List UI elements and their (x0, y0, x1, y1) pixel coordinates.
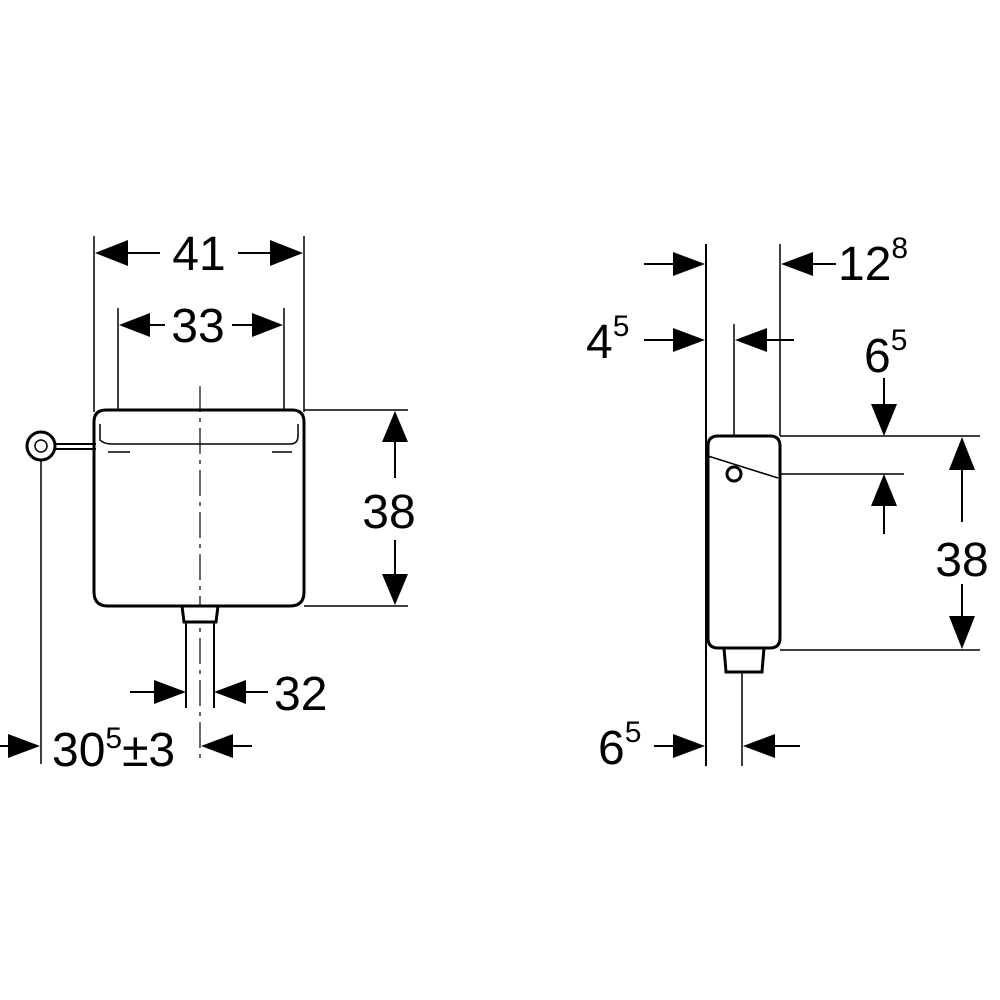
cistern-lid-line (99, 424, 299, 445)
dim-label-32: 32 (274, 668, 327, 721)
arrow-left (781, 252, 813, 276)
dim-label-38-side: 38 (935, 534, 988, 587)
valve-point (725, 465, 743, 483)
cistern-body-front (92, 408, 306, 608)
arrow-down (382, 574, 408, 605)
dimension-6-5-pipe: 65 (598, 716, 800, 775)
dim-label-30-5: 305±3 (52, 722, 175, 777)
dimension-33: 33 (119, 300, 283, 353)
arrow-right (673, 252, 705, 276)
dimension-4-5: 45 (586, 310, 794, 369)
cistern-body-side (706, 434, 782, 650)
arrow-right (673, 734, 705, 758)
dim-label-4-5: 45 (586, 310, 629, 369)
dimension-38-front: 38 (362, 411, 416, 605)
arrow-right (252, 313, 283, 337)
arrow-right (8, 734, 40, 758)
arrow-left (743, 734, 775, 758)
arrow-right (154, 680, 186, 704)
dim-label-12-8: 128 (838, 232, 908, 291)
arrow-left (119, 313, 150, 337)
arrow-right (270, 240, 303, 266)
dimension-41: 41 (95, 228, 303, 281)
arrow-up (382, 411, 408, 442)
arrow-up (871, 474, 897, 506)
dim-label-41: 41 (172, 228, 225, 281)
side-view: 128 45 65 (586, 232, 989, 775)
dim-label-38-front: 38 (362, 486, 415, 539)
arrow-right (673, 328, 705, 352)
arrow-left (95, 240, 128, 266)
arrow-left (214, 680, 246, 704)
dim-label-33: 33 (171, 300, 224, 353)
front-view: 41 33 32 (0, 228, 416, 777)
arrow-up (949, 437, 975, 470)
dimension-38-side: 38 (935, 437, 989, 649)
dimension-12-8: 128 (644, 232, 908, 291)
outlet-collar (180, 604, 220, 624)
arrow-left (735, 328, 767, 352)
dimension-6-5-valve: 65 (864, 324, 907, 534)
outlet-side (722, 646, 766, 674)
cistern-lid-slope (707, 455, 779, 479)
arrow-down (871, 404, 897, 436)
dimension-30-5: 305±3 (0, 722, 252, 777)
dim-label-6-5-pipe: 65 (598, 716, 641, 775)
flush-lever-knob (25, 430, 57, 462)
dim-label-6-5-valve: 65 (864, 324, 907, 383)
arrow-down (949, 616, 975, 649)
arrow-left (201, 734, 233, 758)
dimension-32: 32 (130, 668, 327, 721)
